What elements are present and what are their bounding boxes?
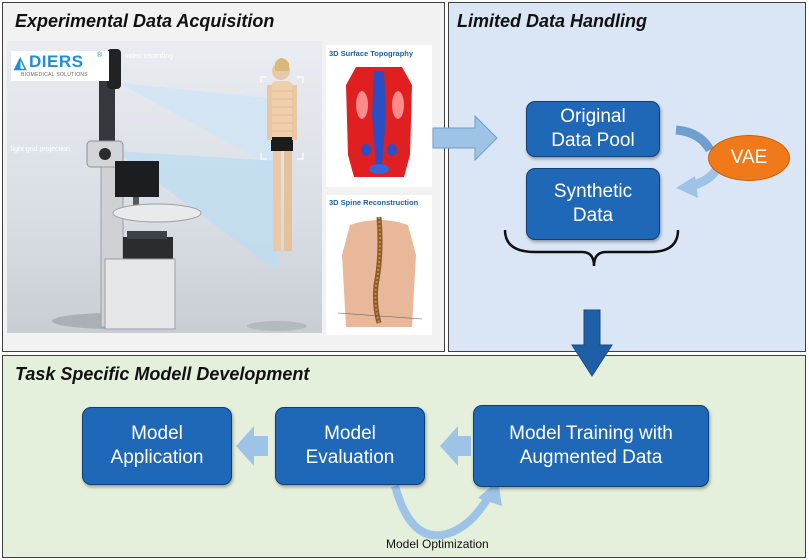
development-panel-title: Task Specific Modell Development bbox=[15, 364, 310, 384]
surface-topography-label: 3D Surface Topography bbox=[329, 49, 414, 58]
model-optimization-label: Model Optimization bbox=[386, 537, 489, 551]
training-line2: Augmented Data bbox=[519, 447, 663, 468]
spine-reconstruction-graphic bbox=[337, 216, 423, 327]
video-recording-label: video recording bbox=[125, 53, 173, 60]
arrow-to-handling bbox=[432, 114, 498, 162]
diers-logo-registered: ® bbox=[97, 52, 103, 59]
surface-topography-graphic bbox=[346, 67, 412, 177]
training-line1: Model Training with bbox=[509, 423, 673, 444]
evaluation-line1: Model bbox=[324, 423, 376, 444]
spine-reconstruction-image: 3D Spine Reconstruction bbox=[326, 195, 432, 335]
acquisition-panel: Experimental Data Acquisition bbox=[2, 2, 445, 352]
vae-ellipse: VAE bbox=[708, 135, 790, 181]
arrow-original-to-vae bbox=[675, 125, 714, 153]
application-line2: Application bbox=[110, 447, 204, 468]
arrow-evaluation-to-application bbox=[236, 426, 268, 466]
surface-topography-image: 3D Surface Topography bbox=[326, 45, 432, 187]
diers-logo-mark-icon: ◭ bbox=[14, 55, 27, 72]
original-data-line2: Data Pool bbox=[551, 130, 635, 151]
diers-logo: ◭ DIERS ® BIOMEDICAL SOLUTIONS bbox=[11, 51, 109, 81]
scanner-scene-image: ◭ DIERS ® BIOMEDICAL SOLUTIONS video rec… bbox=[7, 41, 322, 333]
diers-logo-text: DIERS bbox=[29, 52, 84, 71]
acquisition-panel-title: Experimental Data Acquisition bbox=[15, 11, 275, 31]
arrow-optimization-loop bbox=[391, 484, 494, 540]
original-data-line1: Original bbox=[560, 106, 626, 127]
synthetic-data-line1: Synthetic bbox=[553, 181, 633, 202]
diers-logo-subtitle: BIOMEDICAL SOLUTIONS bbox=[21, 72, 88, 78]
light-grid-label: light grid projection bbox=[11, 146, 70, 153]
evaluation-line2: Evaluation bbox=[305, 447, 395, 468]
spine-reconstruction-label: 3D Spine Reconstruction bbox=[329, 198, 419, 207]
arrow-training-to-evaluation bbox=[440, 426, 471, 466]
synthetic-data-line2: Data bbox=[572, 205, 614, 226]
application-line1: Model bbox=[131, 423, 183, 444]
scanner-scene-graphic bbox=[52, 49, 307, 331]
handling-panel-title: Limited Data Handling bbox=[457, 11, 648, 31]
arrow-to-development bbox=[571, 309, 613, 377]
vae-label: VAE bbox=[730, 147, 768, 168]
data-brace bbox=[503, 229, 680, 267]
